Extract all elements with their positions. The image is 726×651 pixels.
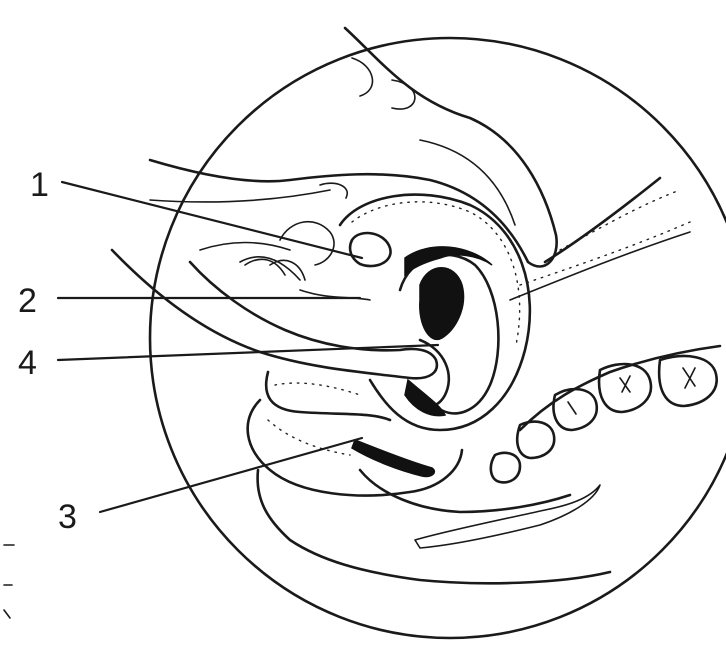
bladder-dots: [275, 383, 360, 395]
vaginal-hand: [112, 250, 437, 378]
abdominal-wall: [545, 178, 660, 262]
ovary: [350, 233, 390, 266]
leader-3: [100, 438, 362, 512]
vertebra: [491, 453, 520, 482]
label-4: 4: [18, 344, 37, 382]
lower-body-contour: [258, 470, 610, 583]
label-2: 2: [18, 282, 37, 320]
scan-artifacts: [4, 545, 14, 618]
rectum-dots: [268, 420, 350, 455]
vertebra: [554, 389, 597, 430]
rectum-lumen: [352, 440, 434, 476]
uterine-cavity: [420, 268, 464, 340]
bladder-wall: [266, 372, 390, 420]
sacrum-outline: [520, 346, 720, 430]
anal-canal: [360, 470, 570, 512]
ligament-lines: [245, 259, 370, 300]
vertebra: [599, 364, 651, 412]
posterior-fornix-dark: [405, 380, 445, 416]
perineal-body: [415, 485, 600, 548]
label-1: 1: [30, 166, 49, 204]
hand-detail: [150, 183, 347, 202]
label-3: 3: [58, 498, 77, 536]
abdominal-hand: [150, 28, 557, 267]
tube-loops: [270, 222, 334, 280]
